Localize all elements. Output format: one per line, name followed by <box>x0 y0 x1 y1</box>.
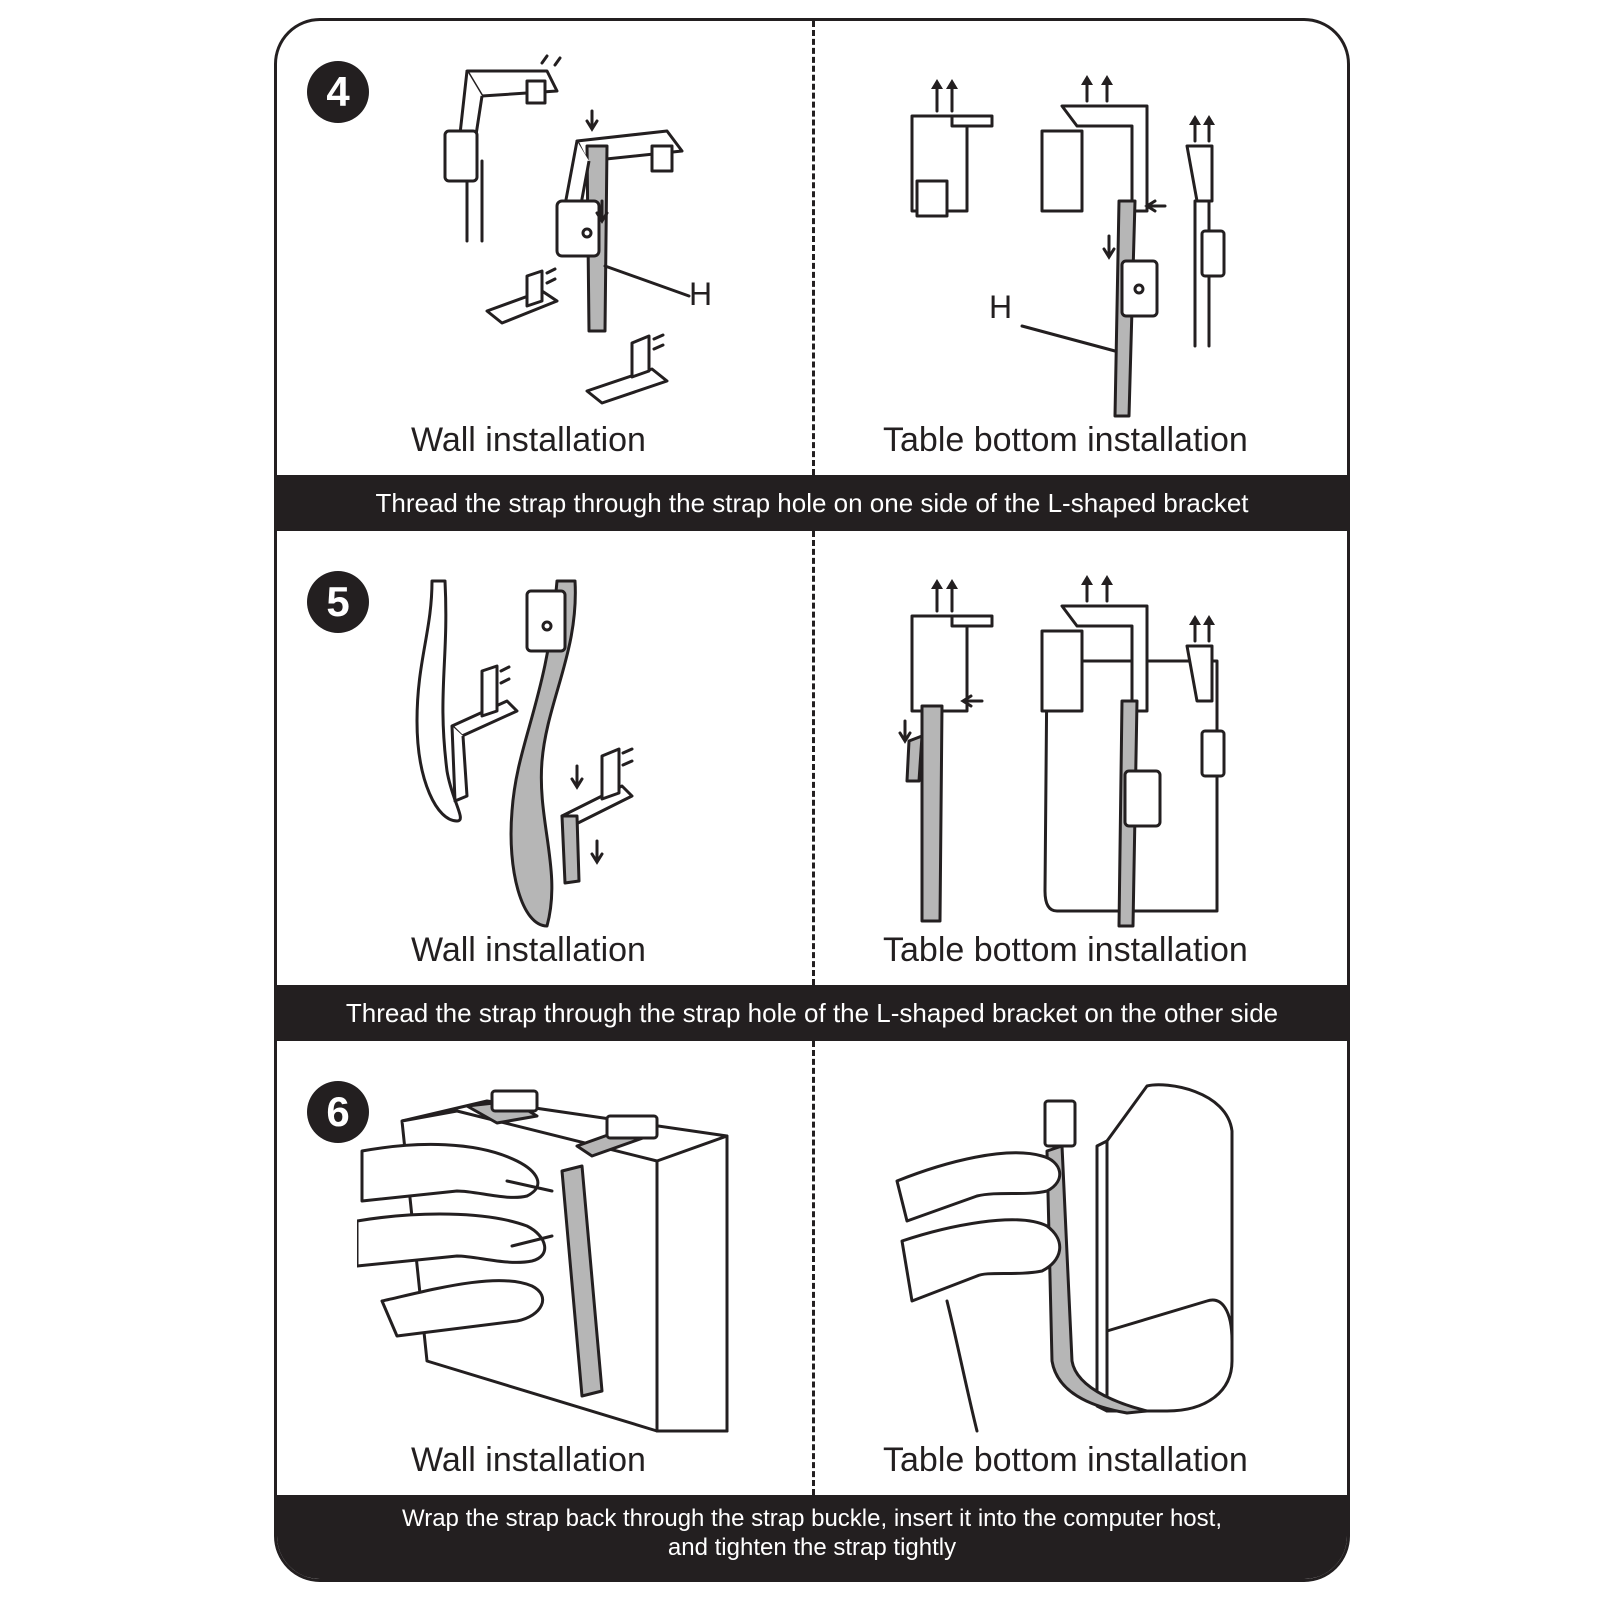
instruction-line-1: Wrap the strap back through the strap bu… <box>402 1505 1222 1532</box>
callout-h-left: H <box>689 276 713 312</box>
step-number-badge: 5 <box>307 571 369 633</box>
wall-bracket-illustration <box>443 54 691 405</box>
wall-installation-label: Wall installation <box>411 931 646 969</box>
wall-tighten-illustration <box>357 1089 729 1433</box>
table-strap-illustration <box>898 575 1226 928</box>
step-4-instruction-banner: Thread the strap through the strap hole … <box>277 475 1347 531</box>
table-bottom-installation-label: Table bottom installation <box>883 931 1248 969</box>
table-bottom-installation-label: Table bottom installation <box>883 1441 1248 1479</box>
step-5-instruction-banner: Thread the strap through the strap hole … <box>277 985 1347 1041</box>
panel-divider <box>812 531 815 985</box>
wall-strap-illustration <box>415 579 634 928</box>
step-6-panel: 6 <box>277 1041 1347 1495</box>
wall-installation-label: Wall installation <box>411 1441 646 1479</box>
table-bottom-installation-label: Table bottom installation <box>883 421 1248 459</box>
panel-divider <box>812 21 815 475</box>
step-6-instruction-banner: Wrap the strap back through the strap bu… <box>277 1495 1347 1579</box>
table-bracket-illustration <box>910 75 1226 418</box>
step-number-badge: 4 <box>307 61 369 123</box>
instruction-sheet: 4 H <box>274 18 1350 1582</box>
table-tighten-illustration <box>895 1083 1234 1433</box>
step-4-panel: 4 H <box>277 21 1347 475</box>
panel-divider <box>812 1041 815 1495</box>
step-number-badge: 6 <box>307 1081 369 1143</box>
instruction-line-2: and tighten the strap tightly <box>667 1534 957 1561</box>
callout-h-right: H <box>989 289 1013 325</box>
step-5-panel: 5 <box>277 531 1347 985</box>
wall-installation-label: Wall installation <box>411 421 646 459</box>
